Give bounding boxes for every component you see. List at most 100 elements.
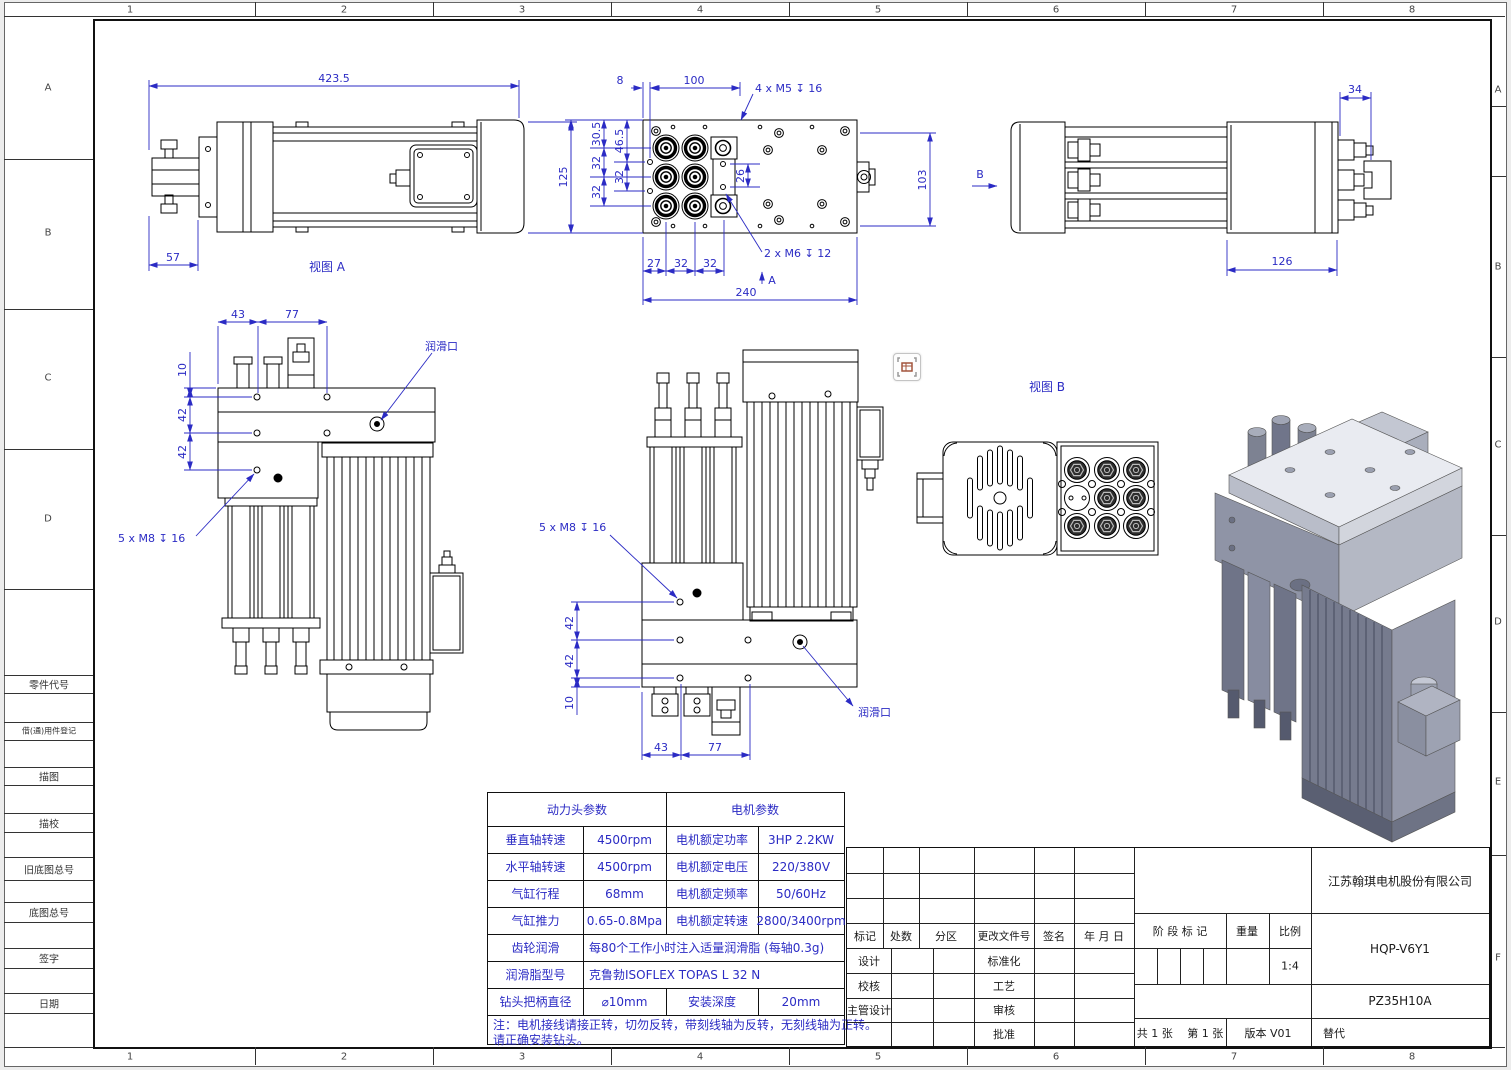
- note-m8-center: 5 x M8 ↧ 16: [539, 521, 606, 534]
- pt-cell: 电机额定功率: [675, 833, 748, 847]
- arrow-a-label: A: [768, 274, 776, 287]
- pt-cell: ⌀10mm: [601, 994, 648, 1009]
- view-mid-left-texts: 43 77 10 42 42 5 x M8 ↧ 16 润滑口: [118, 308, 458, 545]
- crop-tool-icon[interactable]: [893, 353, 921, 381]
- tb-zhang: 共 1 张 第 1 张: [1136, 1027, 1224, 1040]
- left-row-line: [4, 832, 93, 833]
- tb-shenhe: 审核: [993, 1004, 1015, 1017]
- left-row-label: 底图总号: [29, 908, 69, 920]
- left-row-line: [4, 948, 93, 949]
- pt-cell: 气缸行程: [511, 887, 560, 901]
- view-mid-center-dims: [571, 534, 854, 760]
- pt-cell: 电机额定转速: [675, 914, 748, 928]
- tb-jiaohe: 校核: [858, 980, 880, 993]
- lube-label-center: 润滑口: [858, 705, 891, 719]
- arrow-b-label: B: [976, 168, 984, 181]
- dim-43: 43: [231, 308, 245, 321]
- grid-tick: [1145, 2, 1146, 16]
- grid-col-6: 6: [1052, 1051, 1060, 1063]
- left-row-label: 日期: [39, 999, 59, 1011]
- view-a-texts: 423.5 57 125 视图 A: [166, 72, 570, 274]
- pt-header-2: 电机参数: [730, 803, 779, 817]
- dim-32c: 32: [613, 170, 626, 184]
- dim-32a: 32: [590, 156, 603, 170]
- dim-30-5: 30.5: [590, 122, 603, 147]
- grid-tick: [967, 2, 968, 16]
- dim-32b: 32: [590, 185, 603, 199]
- view-mid-left: [217, 337, 464, 731]
- grid-tick: [1323, 2, 1324, 16]
- dim-103: 103: [916, 170, 929, 191]
- grid-col-3: 3: [518, 1051, 526, 1063]
- dim-32e: 32: [703, 257, 717, 270]
- view-right-texts: B 34 126: [976, 83, 1362, 268]
- grid-tick: [611, 1047, 612, 1065]
- lube-label-left: 润滑口: [425, 339, 458, 353]
- view-front-dims: [565, 82, 936, 305]
- pt-note-line1: 注：电机接线请接正转，切勿反转，带刻线轴为反转，无刻线轴为正转。: [493, 1018, 878, 1032]
- dim-43-c: 43: [654, 741, 668, 754]
- grid-line: [1490, 855, 1506, 856]
- left-row-line: [4, 813, 93, 814]
- left-row-line: [4, 880, 93, 881]
- pt-cell: 电机额定电压: [675, 860, 748, 874]
- pt-cell: 水平轴转速: [505, 860, 566, 874]
- tb-chushu: 处数: [890, 930, 912, 943]
- iso-top-plate: [1228, 418, 1463, 546]
- inner-frame: [93, 19, 1492, 1049]
- grid-col-1: 1: [126, 4, 134, 16]
- grid-tick: [967, 1047, 968, 1065]
- tb-genggai: 更改文件号: [977, 930, 1031, 943]
- left-row-line: [4, 740, 93, 741]
- dim-423-5: 423.5: [318, 72, 350, 85]
- view-b: [916, 441, 1159, 556]
- pt-cell: 润滑脂型号: [505, 968, 566, 982]
- grid-col-3: 3: [518, 4, 526, 16]
- parameter-table: 动力头参数 电机参数 垂直轴转速 4500rpm 电机额定功率 3HP 2.2K…: [487, 792, 877, 1047]
- left-row-line: [4, 902, 93, 903]
- tb-bili-val: 1:4: [1281, 959, 1299, 973]
- grid-col-7: 7: [1230, 1051, 1238, 1063]
- dim-32d: 32: [674, 257, 688, 270]
- left-row-line: [4, 785, 93, 786]
- dim-46-5: 46.5: [613, 129, 626, 154]
- dim-27: 27: [647, 257, 661, 270]
- tb-fenqu: 分区: [935, 930, 957, 943]
- pt-header-1: 动力头参数: [546, 803, 607, 817]
- pt-note-line2: 请正确安装钻头。: [493, 1033, 590, 1047]
- note-m8-left: 5 x M8 ↧ 16: [118, 532, 185, 545]
- dim-57: 57: [166, 251, 180, 264]
- left-row-line: [4, 922, 93, 923]
- pt-cell: 4500rpm: [597, 859, 652, 874]
- view-front: [642, 119, 876, 234]
- dim-34: 34: [1348, 83, 1362, 96]
- pt-note: 注：电机接线请接正转，切勿反转，带刻线轴为反转，无刻线轴为正转。 请正确安装钻头…: [488, 1015, 877, 1047]
- grid-tick: [789, 1047, 790, 1065]
- left-row-line: [4, 857, 93, 858]
- grid-row-right-C: C: [1494, 439, 1502, 451]
- view-a-dims: [148, 80, 577, 271]
- view-isometric: [1214, 411, 1463, 843]
- dim-10: 10: [176, 363, 189, 377]
- dim-42b-c: 42: [563, 654, 576, 668]
- tb-model: HQP-V6Y1: [1370, 942, 1430, 956]
- pt-cell: 每80个工作小时注入适量润滑脂 (每轴0.3g): [589, 941, 825, 955]
- pt-cell: 2800/3400rpm: [756, 913, 846, 928]
- view-mid-left-dims: [184, 319, 433, 537]
- dim-42b: 42: [176, 445, 189, 459]
- dim-42a: 42: [176, 408, 189, 422]
- view-front-texts: 8 100 4 x M5 ↧ 16 30.5 32 32 46.5 32 26 …: [590, 74, 929, 299]
- left-row-label: 旧底图总号: [24, 865, 74, 876]
- grid-col-1: 1: [126, 1051, 134, 1063]
- dim-100: 100: [684, 74, 705, 87]
- grid-col-8: 8: [1408, 4, 1416, 16]
- note-m6: 2 x M6 ↧ 12: [764, 247, 831, 260]
- grid-col-5: 5: [874, 4, 882, 16]
- tb-biaozhunhua: 标准化: [987, 955, 1021, 968]
- view-right-dims: [972, 92, 1372, 276]
- view-b-label: 视图 B: [1029, 379, 1065, 394]
- left-row-label: 描图: [39, 772, 59, 784]
- grid-line: [1490, 357, 1506, 358]
- grid-row-right-D: D: [1494, 616, 1502, 628]
- grid-line: [4, 449, 93, 450]
